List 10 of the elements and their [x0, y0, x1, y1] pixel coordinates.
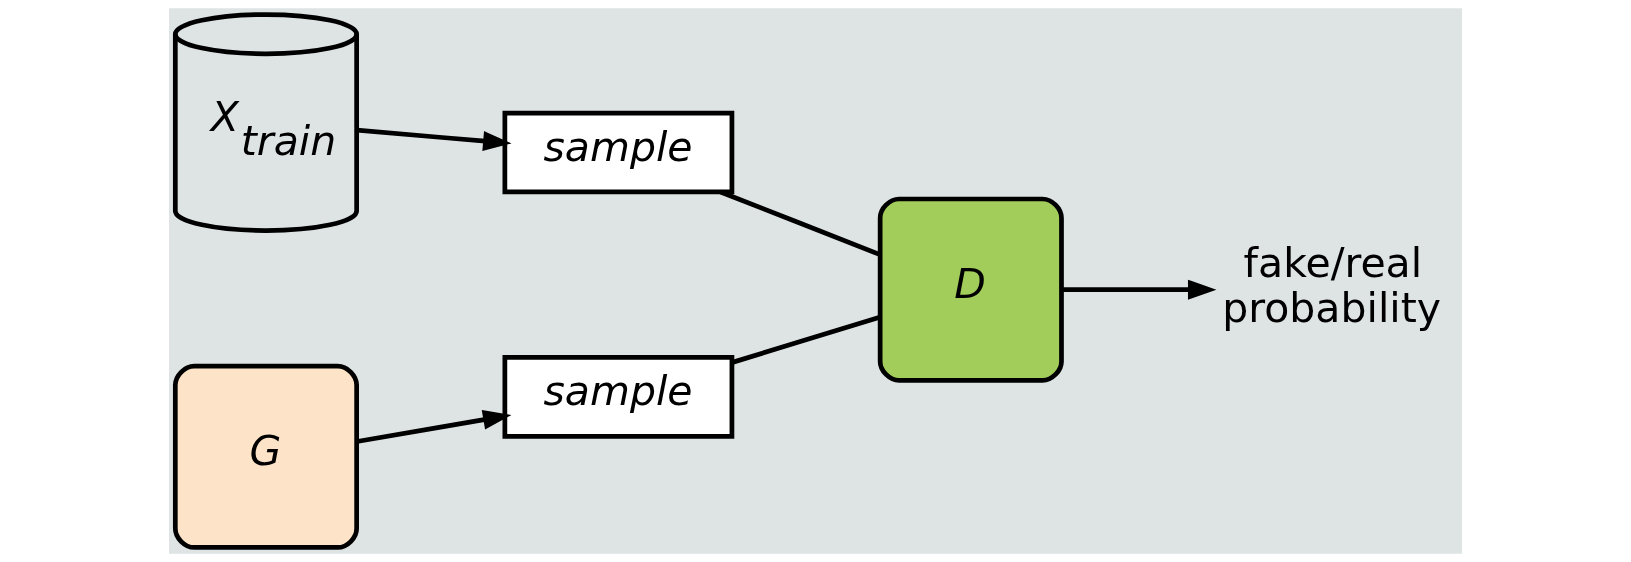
arrow	[1061, 279, 1217, 300]
connector	[731, 314, 881, 365]
node-text: fake/real probability	[1222, 238, 1441, 333]
connector	[719, 189, 881, 257]
node-box: G	[172, 363, 359, 550]
node-box: sample	[502, 110, 735, 195]
arrow	[356, 409, 512, 444]
node-box: D	[877, 196, 1064, 383]
node-box: sample	[502, 355, 735, 439]
arrow	[356, 127, 512, 151]
